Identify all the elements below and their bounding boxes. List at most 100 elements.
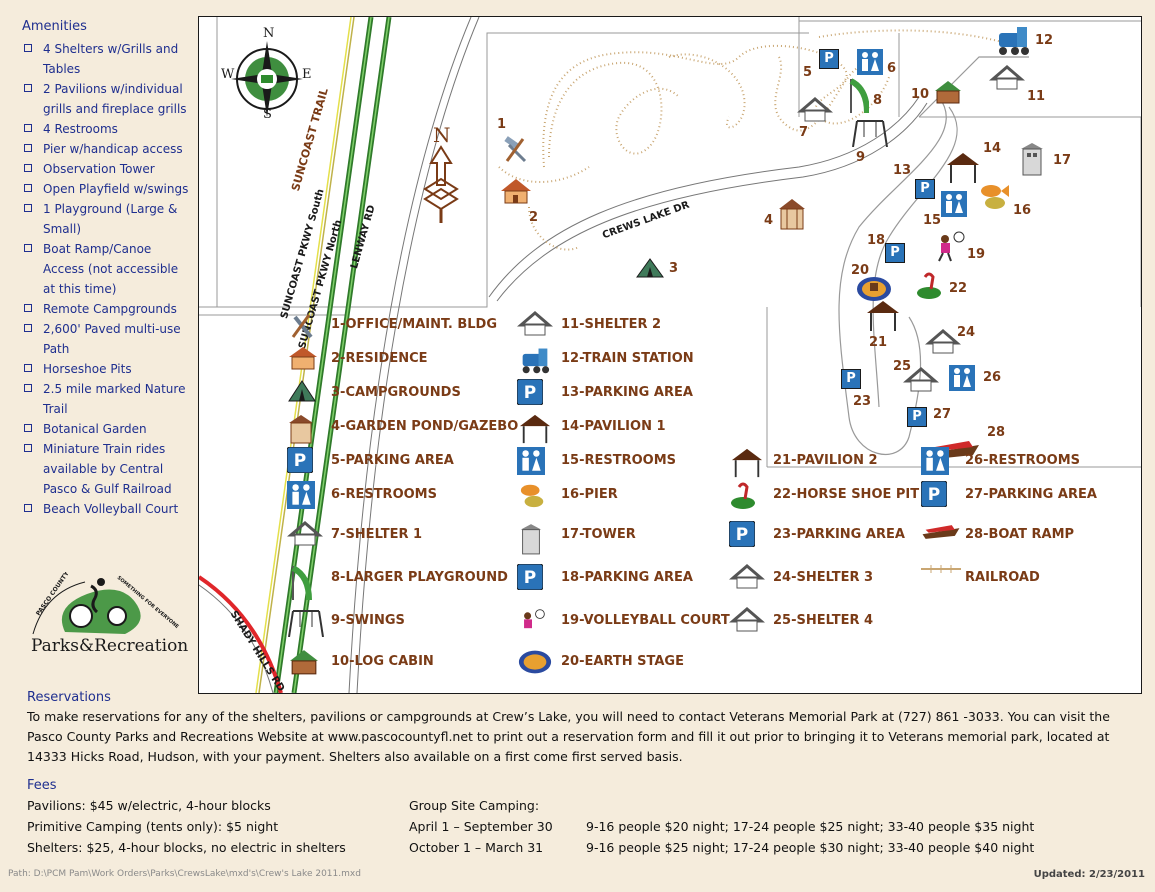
fee-pavilions: Pavilions: $45 w/electric, 4-hour blocks [27, 798, 271, 813]
legend-label: 4-GARDEN POND/GAZEBO [331, 419, 519, 434]
map-number-12: 12 [1035, 33, 1054, 48]
north-arrow-icon [423, 145, 459, 223]
compass-rose-icon [231, 41, 303, 117]
parking-icon: P [819, 49, 839, 69]
reservations-section: Reservations To make reservations for an… [27, 690, 1147, 767]
map-number-10: 10 [911, 87, 930, 102]
fee-group-period-1: April 1 – September 30 [409, 819, 553, 834]
legend-label: 17-TOWER [561, 527, 636, 542]
checkbox-icon [24, 44, 32, 52]
amenity-label: Botanical Garden [43, 422, 147, 436]
legend-label: 23-PARKING AREA [773, 527, 905, 542]
reservations-title: Reservations [27, 690, 111, 705]
parking-icon: P [885, 243, 905, 263]
map-number-1: 1 [497, 117, 507, 132]
reservations-text: To make reservations for any of the shel… [27, 709, 1110, 764]
map-number-9: 9 [856, 150, 866, 165]
checkbox-icon [24, 364, 32, 372]
map-number-27: 27 [933, 407, 952, 422]
logo-text: Parks&Recreation [31, 636, 189, 656]
updated-date: Updated: 2/23/2011 [1033, 869, 1145, 880]
amenity-item: 4 Shelters w/Grills and Tables [22, 39, 192, 79]
map-number-21: 21 [869, 335, 888, 350]
map-number-16: 16 [1013, 203, 1032, 218]
compass-w: W [221, 67, 235, 82]
legend-label: 13-PARKING AREA [561, 385, 693, 400]
fee-group-rates-2: 9-16 people $25 night; 17-24 people $30 … [586, 840, 1035, 855]
amenity-label: 2 Pavilions w/individual grills and fire… [43, 82, 187, 116]
legend-label: 26-RESTROOMS [965, 453, 1081, 468]
amenity-item: Beach Volleyball Court [22, 499, 192, 519]
legend-label: 24-SHELTER 3 [773, 570, 874, 585]
fees-title: Fees [27, 778, 57, 793]
gazebo-icon [779, 199, 805, 230]
checkbox-icon [24, 184, 32, 192]
checkbox-icon [24, 164, 32, 172]
map-number-6: 6 [887, 61, 897, 76]
parking-icon: P [915, 179, 935, 199]
restroom-icon [857, 49, 883, 75]
svg-text:P: P [928, 485, 940, 505]
compass-e: E [302, 67, 312, 82]
legend-label: 18-PARKING AREA [561, 570, 693, 585]
amenity-label: 4 Restrooms [43, 122, 118, 136]
amenity-label: Boat Ramp/Canoe Access (not accessible a… [43, 242, 179, 296]
pavilion-icon [947, 153, 979, 183]
amenity-label: 1 Playground (Large & Small) [43, 202, 178, 236]
svg-text:P: P [524, 383, 536, 403]
shelter-icon [925, 329, 961, 354]
checkbox-icon [24, 304, 32, 312]
legend-label: 6-RESTROOMS [331, 487, 437, 502]
map-number-20: 20 [851, 263, 870, 278]
legend-label: 12-TRAIN STATION [561, 351, 694, 366]
amenity-label: Open Playfield w/swings [43, 182, 189, 196]
legend-label: 7-SHELTER 1 [331, 527, 423, 542]
house-icon [501, 179, 531, 204]
legend-label: 22-HORSE SHOE PIT [773, 487, 920, 502]
amenity-item: Observation Tower [22, 159, 192, 179]
amenity-label: 2.5 mile marked Nature Trail [43, 382, 186, 416]
map-number-2: 2 [529, 210, 539, 225]
volleyball-icon [938, 231, 965, 262]
amenity-label: Pier w/handicap access [43, 142, 183, 156]
amenity-label: Beach Volleyball Court [43, 502, 179, 516]
tower-icon [1021, 143, 1043, 176]
amenity-label: Remote Campgrounds [43, 302, 177, 316]
map-number-11: 11 [1027, 89, 1046, 104]
legend-label: 25-SHELTER 4 [773, 613, 874, 628]
legend-label: RAILROAD [965, 570, 1040, 585]
compass-n: N [263, 26, 275, 41]
amenity-item: Miniature Train rides available by Centr… [22, 439, 192, 499]
map-number-25: 25 [893, 359, 912, 374]
map-number-17: 17 [1053, 153, 1072, 168]
checkbox-icon [24, 244, 32, 252]
amenity-item: 2,600' Paved multi-use Path [22, 319, 192, 359]
train-icon [999, 27, 1029, 55]
amenity-item: 1 Playground (Large & Small) [22, 199, 192, 239]
map-number-4: 4 [764, 213, 774, 228]
map-number-28: 28 [987, 425, 1006, 440]
fee-primitive-camping: Primitive Camping (tents only): $5 night [27, 819, 279, 834]
compass-s: S [263, 107, 272, 122]
map-number-13: 13 [893, 163, 912, 178]
parking-icon: P [907, 407, 927, 427]
checkbox-icon [24, 324, 32, 332]
checkbox-icon [24, 504, 32, 512]
legend-label: 14-PAVILION 1 [561, 419, 666, 434]
legend-label: 8-LARGER PLAYGROUND [331, 570, 508, 585]
shelter-icon [797, 97, 833, 122]
legend-label: 21-PAVILION 2 [773, 453, 878, 468]
amenity-item: Horseshoe Pits [22, 359, 192, 379]
fee-shelters: Shelters: $25, 4-hour blocks, no electri… [27, 840, 346, 855]
map-number-19: 19 [967, 247, 986, 262]
checkbox-icon [24, 84, 32, 92]
svg-text:P: P [294, 451, 306, 471]
map-number-22: 22 [949, 281, 968, 296]
log-cabin-icon [935, 81, 961, 104]
logo-graphic-icon: PASCO COUNTY SOMETHING FOR EVERYONE [32, 570, 180, 635]
amenity-item: 2 Pavilions w/individual grills and fire… [22, 79, 192, 119]
parking-icon: P [841, 369, 861, 389]
svg-text:P: P [524, 568, 536, 588]
legend-label: 15-RESTROOMS [561, 453, 677, 468]
